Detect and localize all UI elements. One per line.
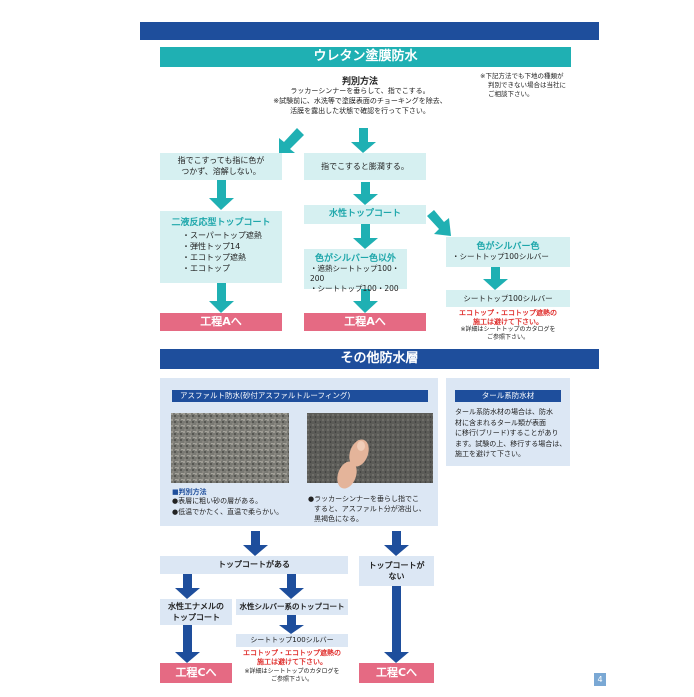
tar-text-line: タール系防水材の場合は、防水 (455, 408, 553, 416)
header-bar (140, 22, 599, 40)
two-part-item: ・スーパートップ遮熱 (182, 231, 262, 240)
tar-text-line: 材に含まれるタール類が表面 (455, 418, 546, 427)
catalog-line2: ご参照下さい。 (486, 334, 529, 341)
bottom-warning: エコトップ・エコトップ遮熱の 施工は避けて下さい。 (236, 649, 348, 667)
process-c-right: 工程Cへ (359, 663, 434, 683)
bottom-catalog-line2: ご参照下さい。 (270, 676, 313, 683)
side-note: ※下記方法でも下地の種類が 判別できない場合は当社に ご相談下さい。 (480, 72, 580, 99)
obs-right-line1: ●ラッカーシンナーを垂らし指でこ (308, 495, 419, 503)
non-silver-item: ・シートトップ100・200 (310, 284, 399, 293)
bottom-warning-line1: エコトップ・エコトップ遮熱の (243, 649, 341, 657)
process-a-mid: 工程Aへ (304, 313, 426, 331)
water-silver: 水性シルバー系のトップコート (236, 599, 348, 615)
non-silver-box: 色がシルバー色以外 ・遮熱シートトップ100・200 ・シートトップ100・20… (304, 249, 407, 293)
obs-right-line2: すると、アスファルト分が溶出し、 (314, 505, 426, 513)
two-part-list: ・スーパートップ遮熱 ・弾性トップ14 ・エコトップ遮熱 ・エコトップ (160, 230, 282, 274)
side-note-line2: 判別できない場合は当社に (488, 81, 566, 89)
side-note-line3: ご相談下さい。 (488, 90, 534, 98)
warning-line1: エコトップ・エコトップ遮熱の (459, 309, 557, 317)
tar-title: タール系防水材 (455, 390, 561, 402)
method-title: 判別方法 (341, 77, 378, 87)
method-label: ■判別方法 (172, 488, 207, 496)
tar-text-line: に移行(ブリード)することがあり (455, 429, 559, 437)
two-part-title: 二液反応型トップコート (171, 218, 271, 228)
other-title: その他防水層 (160, 349, 599, 369)
two-part-box: 二液反応型トップコート ・スーパートップ遮熱 ・弾性トップ14 ・エコトップ遮熱… (160, 211, 282, 283)
method-line2: ※試験前に、水洗等で塗膜表面のチョーキングを除去、 (273, 97, 447, 105)
non-silver-item: ・遮熱シートトップ100・200 (310, 264, 400, 283)
two-part-item: ・エコトップ遮熱 (182, 253, 246, 262)
tar-text-line: 施工を避けて下さい。 (455, 450, 525, 458)
sand-photo (171, 413, 289, 483)
case-a-line2: つかず、溶解しない。 (181, 167, 261, 176)
method-line1: ラッカーシンナーを垂らして、指でこする。 (290, 87, 430, 95)
bottom-warning-line2: 施工は避けて下さい。 (257, 658, 327, 666)
water-enamel-line2: トップコート (172, 613, 220, 622)
process-a-left: 工程Aへ (160, 313, 282, 331)
no-topcoat: トップコートが ない (359, 556, 434, 586)
no-topcoat-line1: トップコートが (368, 561, 425, 570)
case-swell: 指でこすると膨潤する。 (304, 153, 426, 180)
asphalt-title: アスファルト防水(砂付アスファルトルーフィング) (172, 390, 428, 402)
case-no-dissolve: 指でこすっても指に色が つかず、溶解しない。 (160, 153, 282, 180)
no-topcoat-line2: ない (388, 572, 405, 581)
non-silver-title: 色がシルバー色以外 (314, 254, 396, 264)
page-number: 4 (594, 673, 606, 686)
urethane-title: ウレタン塗膜防水 (160, 47, 571, 67)
process-c-left: 工程Cへ (160, 663, 232, 683)
sheet-silver: シートトップ100シルバー (236, 634, 348, 647)
obs-left-line1: ●表層に粗い砂の層がある。 (172, 497, 263, 505)
silver-title: 色がシルバー色 (476, 242, 540, 252)
obs-left: ●表層に粗い砂の層がある。 ●低温でかたく、直温で柔らかい。 (172, 496, 302, 518)
silver-result: シートトップ100シルバー (446, 290, 570, 307)
tar-text-line: ます。試験の上、移行する場合は、 (455, 439, 567, 448)
tar-text: タール系防水材の場合は、防水 材に含まれるタール類が表面 に移行(ブリード)する… (455, 407, 567, 460)
obs-right-line3: 黒褐色になる。 (314, 515, 363, 523)
obs-right: ●ラッカーシンナーを垂らし指でこ すると、アスファルト分が溶出し、 黒褐色になる… (308, 494, 438, 524)
water-enamel-line1: 水性エナメルの (168, 602, 224, 611)
bottom-catalog-note: ※詳細はシートトップのカタログを ご参照下さい。 (236, 668, 348, 684)
case-a-line1: 指でこすっても指に色が (177, 156, 265, 165)
non-silver-list: ・遮熱シートトップ100・200 ・シートトップ100・200 (304, 264, 407, 294)
has-topcoat: トップコートがある (160, 556, 348, 574)
obs-left-line2: ●低温でかたく、直温で柔らかい。 (172, 508, 284, 516)
silver-box: 色がシルバー色 ・シートトップ100シルバー (446, 237, 570, 267)
two-part-item: ・弾性トップ14 (182, 242, 241, 251)
bottom-catalog-line1: ※詳細はシートトップのカタログを (244, 668, 340, 675)
warning-line2: 施工は避けて下さい。 (473, 318, 543, 326)
catalog-line1: ※詳細はシートトップのカタログを (460, 326, 556, 333)
silver-catalog-note: ※詳細はシートトップのカタログを ご参照下さい。 (446, 326, 570, 342)
finger-test-photo (307, 413, 433, 489)
silver-warning: エコトップ・エコトップ遮熱の 施工は避けて下さい。 (446, 309, 570, 327)
side-note-line1: ※下記方法でも下地の種類が (480, 72, 564, 80)
two-part-item: ・エコトップ (182, 264, 230, 273)
water-enamel: 水性エナメルの トップコート (160, 599, 232, 625)
silver-item: ・シートトップ100シルバー (452, 252, 549, 261)
method-line3: 活膜を露出した状態で確認を行って下さい。 (290, 107, 430, 115)
water-topcoat: 水性トップコート (304, 205, 426, 224)
